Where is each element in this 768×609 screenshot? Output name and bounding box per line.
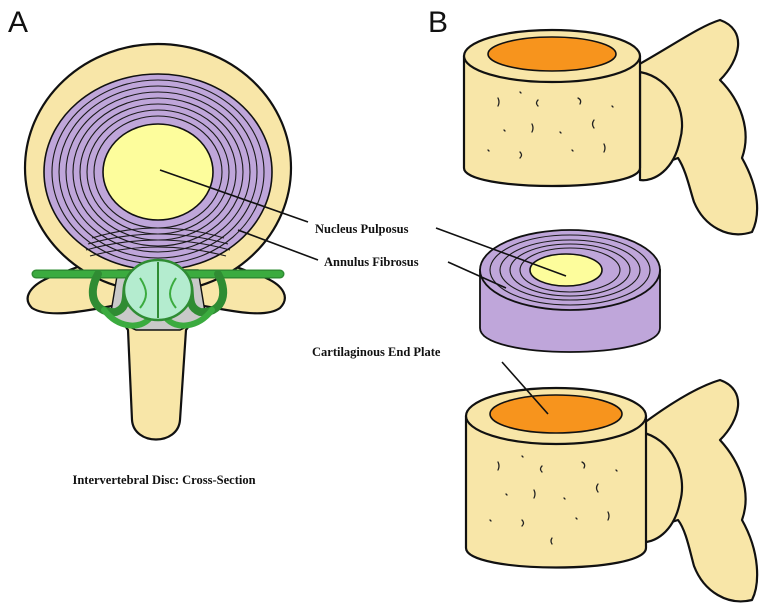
lower-vertebra [464,378,759,603]
panel-a-letter: A [8,6,28,39]
annulus-pointer-a [237,229,319,261]
upper-bone-pores [487,91,614,159]
nucleus-pointer-a [159,169,309,223]
lower-pedicle [638,430,684,544]
panel-b: B [428,6,759,603]
nucleus-pulposus-top [529,253,603,287]
upper-end-plate [487,36,617,72]
lower-vertebral-body [464,414,648,569]
annulus-rings [51,79,265,265]
diagram-caption: Intervertebral Disc: Cross-Section [72,473,255,487]
panel-a: A [8,6,293,487]
lower-bone-pores [489,455,618,545]
labels: Nucleus Pulposus Annulus Fibrosus Cartil… [159,169,567,415]
upper-vertebral-body [462,54,642,188]
posterior-annulus-lines [85,227,231,257]
disc-lateral [479,229,661,353]
disc-rings [489,234,651,306]
upper-pedicle [638,70,684,182]
upper-vertebra [462,18,759,236]
label-nucleus-pulposus: Nucleus Pulposus [315,222,409,236]
spinal-cord [122,258,194,322]
endplate-pointer [501,361,549,415]
upper-vertebra-processes [634,18,759,236]
lower-vertebra-processes [638,378,759,603]
label-annulus-fibrosus: Annulus Fibrosus [324,255,419,269]
nucleus-pointer-b [435,227,567,277]
label-cartilaginous-end-plate: Cartilaginous End Plate [312,345,441,359]
annulus-pointer-b [447,261,507,289]
panel-b-letter: B [428,6,448,39]
nucleus-pulposus-section [102,123,214,221]
lower-end-plate [489,394,623,434]
